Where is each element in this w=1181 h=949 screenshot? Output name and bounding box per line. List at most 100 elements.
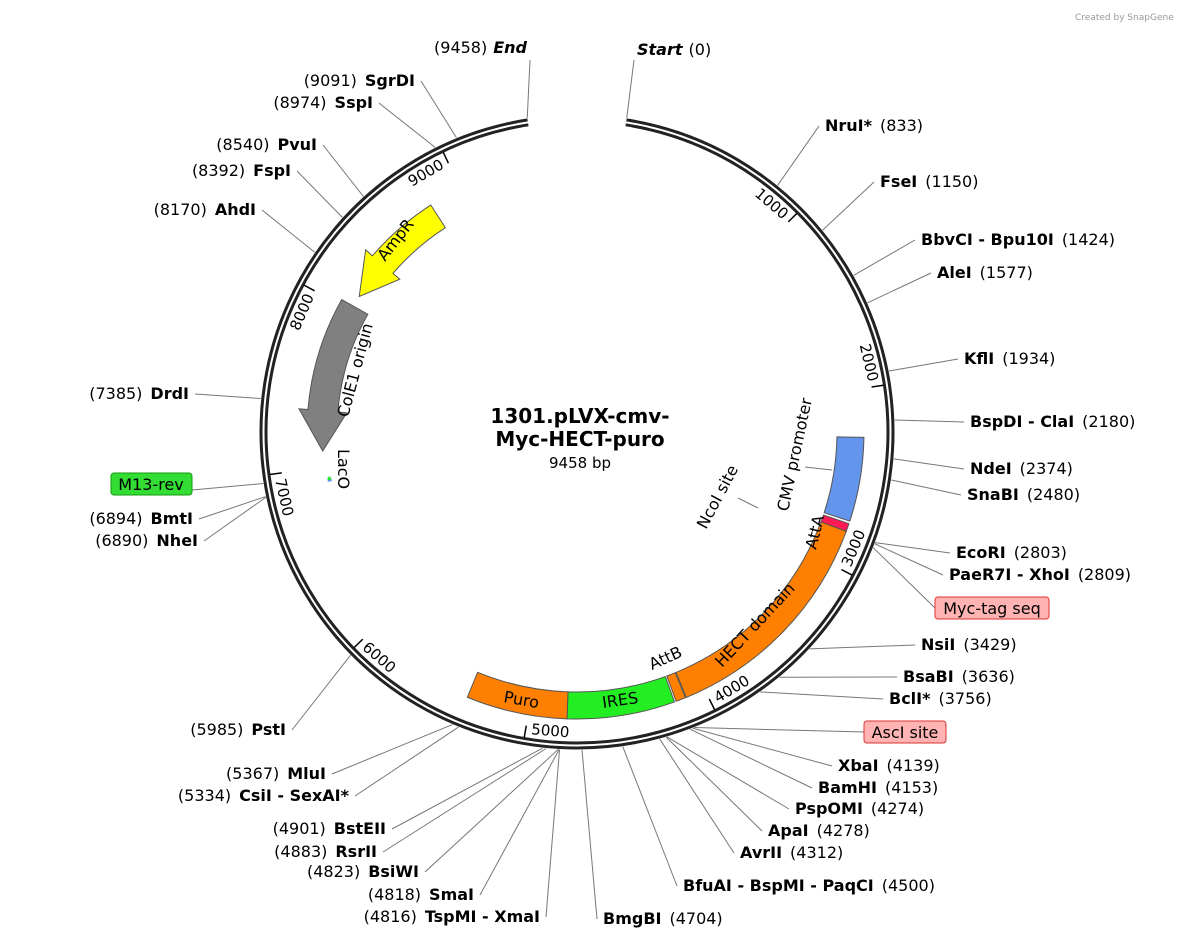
tick-mark: [269, 472, 282, 476]
leader-line: [391, 747, 543, 830]
leader-line: [777, 125, 820, 186]
enzyme-label[interactable]: BfuAI - BspMI - PaqCI(4500): [683, 876, 935, 895]
cmv-leader: [804, 466, 833, 471]
leader-line: [894, 419, 965, 423]
enzyme-label[interactable]: (9091)SgrDI: [304, 71, 415, 90]
leader-line: [291, 654, 351, 731]
leader-line: [479, 749, 560, 896]
leader-line: [296, 170, 343, 218]
leader-line: [545, 749, 561, 918]
snapgene-branding: Created by SnapGene: [1075, 13, 1174, 23]
enzyme-label[interactable]: NdeI(2374): [970, 459, 1073, 478]
enzyme-label[interactable]: (5334)CsiI - SexAI*: [178, 786, 350, 805]
leader-line: [382, 748, 547, 853]
enzyme-label[interactable]: SnaBI(2480): [967, 485, 1080, 504]
leader-line: [261, 209, 316, 253]
leader-line: [760, 691, 884, 700]
leader-line: [626, 59, 635, 118]
leader-line: [354, 726, 459, 797]
plasmid-name-line1: 1301.pLVX-cmv-: [490, 404, 669, 428]
tick-mark: [523, 725, 528, 738]
tick-mark: [442, 152, 450, 164]
leader-line: [889, 358, 959, 372]
feature-label-cmv-promoter[interactable]: CMV promoter: [773, 396, 816, 513]
feature-cmv-promoter: [823, 436, 865, 522]
enzyme-label[interactable]: (7385)DrdI: [89, 384, 189, 403]
enzyme-label[interactable]: (4823)BsiWI: [307, 862, 419, 881]
feature-label-laco[interactable]: LacO: [334, 449, 353, 489]
leader-line: [322, 144, 364, 197]
enzyme-label[interactable]: AleI(1577): [937, 263, 1033, 282]
feature-attb: [666, 672, 687, 702]
tick-mark: [708, 698, 716, 711]
enzyme-label[interactable]: NruI*(833): [825, 116, 923, 135]
leader-line: [872, 547, 936, 609]
asci-site-box[interactable]: AscI site: [863, 720, 947, 744]
enzyme-label[interactable]: (5367)MluI: [226, 764, 326, 783]
backbone-inner: [264, 123, 890, 745]
m13-rev-box[interactable]: M13-rev: [110, 472, 193, 496]
leader-line: [689, 728, 813, 789]
m13-rev-label: M13-rev: [118, 475, 183, 494]
leader-line: [891, 479, 962, 496]
tick-mark: [303, 284, 315, 292]
enzyme-label[interactable]: BamHI(4153): [818, 778, 938, 797]
feature-label-ires[interactable]: IRES: [601, 688, 639, 712]
enzyme-label[interactable]: (8540)PvuI: [216, 135, 317, 154]
enzyme-label[interactable]: (4816)TspMI - XmaI: [364, 907, 540, 926]
leader-line: [893, 458, 965, 470]
feature-hect-domain: [675, 521, 847, 699]
feature-laco-green: [327, 476, 332, 481]
leader-line: [694, 727, 865, 733]
leader-line: [665, 736, 763, 832]
enzyme-label[interactable]: (4901)BstEII: [273, 819, 386, 838]
myc-tag-box[interactable]: Myc-tag seq: [934, 596, 1050, 620]
enzyme-label[interactable]: PaeR7I - XhoI(2809): [949, 565, 1131, 584]
enzyme-label[interactable]: (8392)FspI: [192, 161, 291, 180]
enzyme-label[interactable]: (4883)RsrII: [274, 842, 377, 861]
asci-site-label: AscI site: [872, 723, 939, 742]
enzyme-label[interactable]: PspOMI(4274): [795, 799, 924, 818]
enzyme-label[interactable]: BclI*(3756): [889, 689, 992, 708]
leader-line: [198, 496, 266, 520]
feature-label-ncoi-site[interactable]: NcoI site: [693, 462, 742, 532]
enzyme-label[interactable]: BsaBI(3636): [903, 667, 1015, 686]
tick-mark: [787, 212, 798, 223]
leader-lines: [191, 59, 965, 920]
enzyme-label[interactable]: KflI(1934): [964, 349, 1055, 368]
m13-rev-box-bg: [110, 472, 193, 496]
leader-line: [622, 746, 678, 887]
enzyme-label[interactable]: (6894)BmtI: [89, 509, 193, 528]
start-label[interactable]: Start(0): [637, 40, 711, 59]
tick-mark: [353, 638, 364, 649]
leader-line: [526, 59, 531, 118]
asci-site-box-bg: [863, 720, 947, 744]
enzyme-label[interactable]: BbvCI - Bpu10I(1424): [921, 230, 1115, 249]
enzyme-label[interactable]: AvrII(4312): [740, 843, 843, 862]
enzyme-label[interactable]: NsiI(3429): [921, 635, 1017, 654]
end-label[interactable]: (9458)End: [434, 38, 528, 57]
enzyme-label[interactable]: XbaI(4139): [838, 756, 940, 775]
enzyme-label[interactable]: FseI(1150): [880, 172, 978, 191]
plasmid-length: 9458 bp: [549, 454, 611, 472]
enzyme-label[interactable]: (6890)NheI: [95, 531, 198, 550]
leader-line: [581, 749, 598, 920]
feature-label-attb[interactable]: AttB: [646, 642, 685, 673]
leader-line: [191, 483, 264, 491]
enzyme-label[interactable]: ApaI(4278): [768, 821, 870, 840]
feature-cole1-origin: [298, 298, 369, 452]
leader-line: [659, 738, 735, 854]
enzyme-label[interactable]: EcoRI(2803): [956, 543, 1067, 562]
enzyme-label[interactable]: BspDI - ClaI(2180): [970, 412, 1135, 431]
leader-line: [692, 727, 833, 767]
enzyme-label[interactable]: (5985)PstI: [190, 720, 286, 739]
leader-line: [331, 724, 453, 775]
feature-ampr: [358, 204, 447, 298]
enzyme-label[interactable]: BmgBI(4704): [603, 909, 723, 928]
enzyme-label[interactable]: (4818)SmaI: [368, 885, 474, 904]
enzyme-label[interactable]: (8170)AhdI: [154, 200, 256, 219]
leader-line: [867, 272, 932, 304]
enzyme-label[interactable]: (8974)SspI: [273, 93, 373, 112]
plasmid-name-line2: Myc-HECT-puro: [495, 427, 664, 451]
